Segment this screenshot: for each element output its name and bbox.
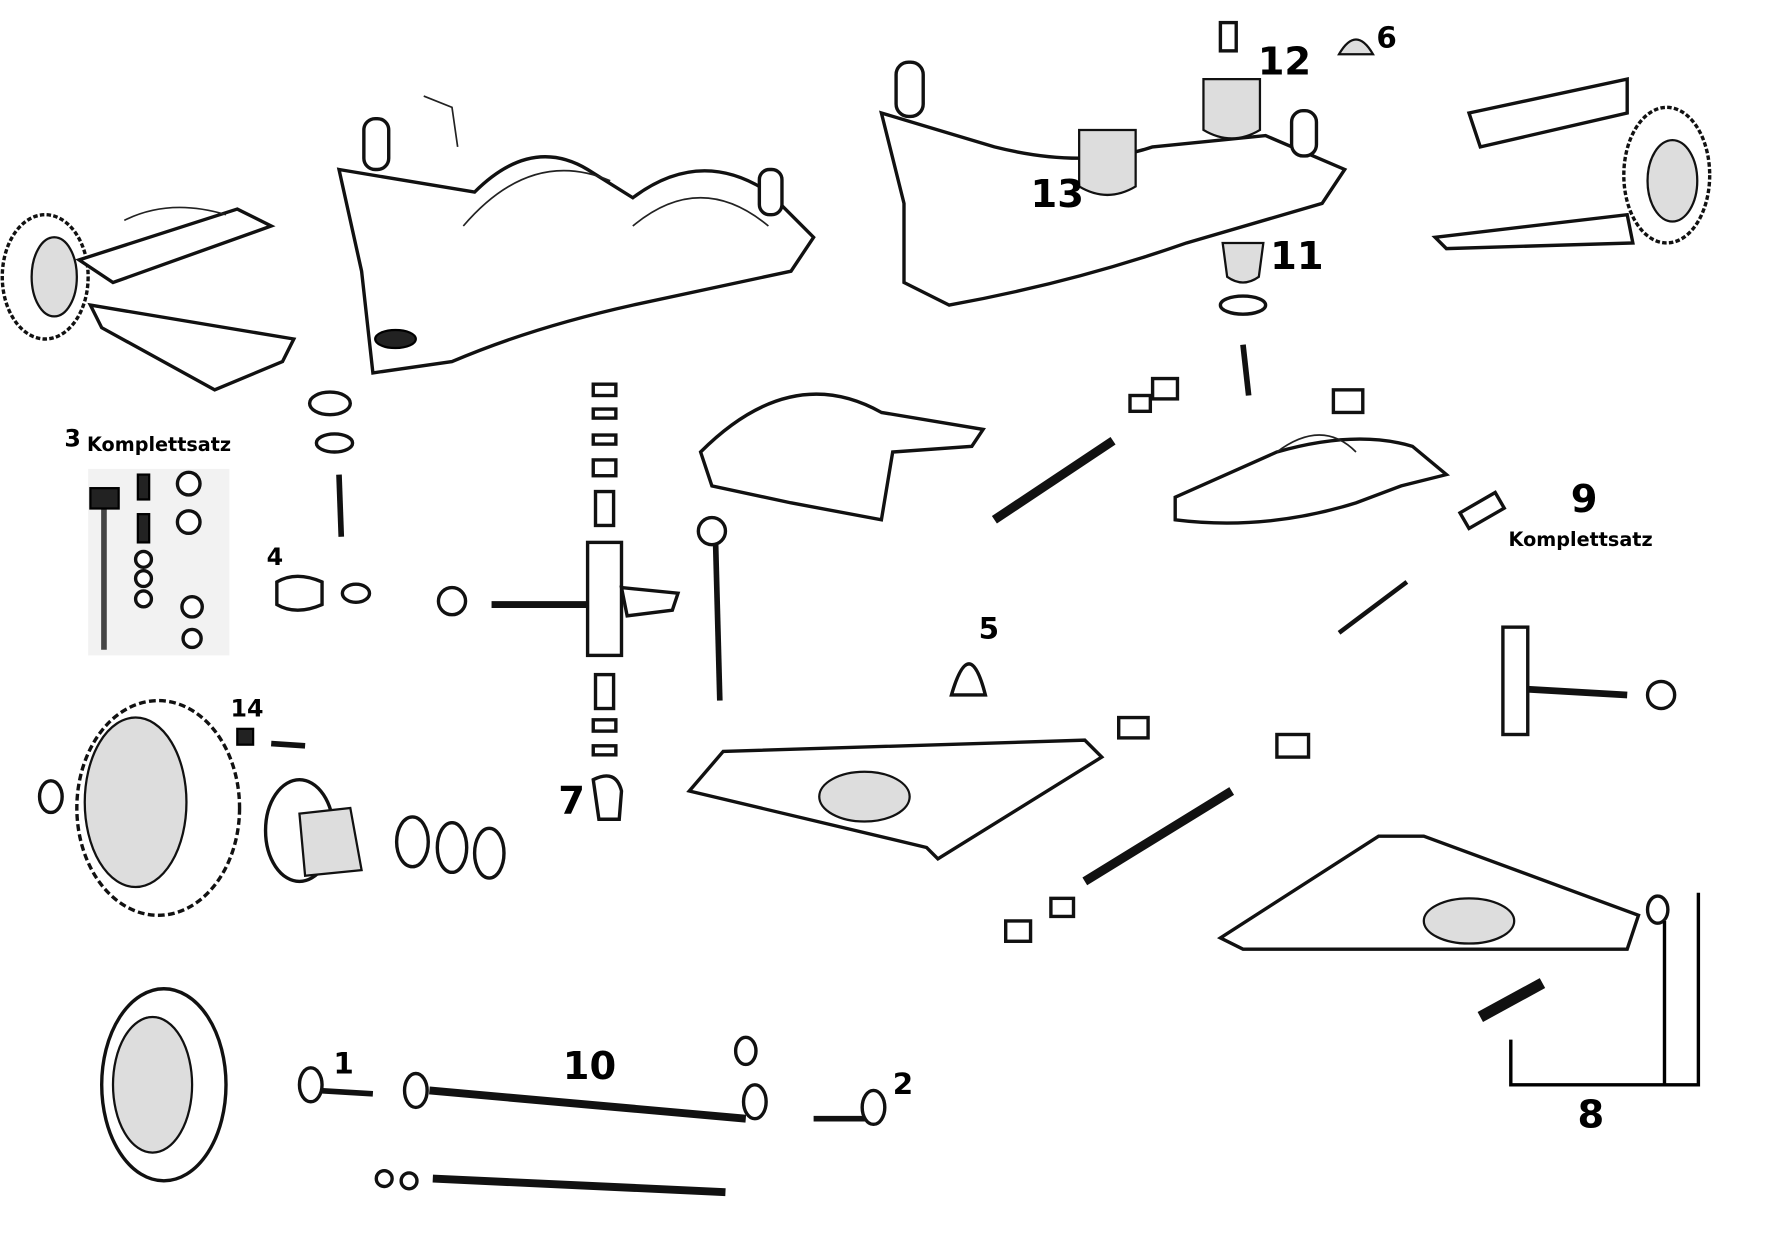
part-label-10: 10 xyxy=(563,1044,616,1089)
front-crossmember-left xyxy=(336,95,816,375)
left-suspension-assembly xyxy=(0,206,297,392)
part-label-7: 7 xyxy=(558,779,585,824)
part-label-14: 14 xyxy=(231,694,264,722)
front-crossmember-right xyxy=(879,20,1375,396)
part-label-2: 2 xyxy=(893,1067,913,1101)
lower-control-arm xyxy=(686,662,1641,951)
kit-3-parts xyxy=(88,468,230,656)
adjusting-linkages xyxy=(991,376,1507,943)
part-label-3: 3 xyxy=(64,424,81,452)
tie-rod-assembly xyxy=(297,1035,887,1197)
part-label-11: 11 xyxy=(1270,234,1323,279)
part-label-6: 6 xyxy=(1376,20,1396,54)
right-steering-knuckle xyxy=(1477,625,1677,1022)
brake-drum xyxy=(37,698,242,1183)
part-label-9: 9 xyxy=(1571,477,1598,522)
kit-8-bracket xyxy=(1509,892,1701,1087)
part-label-4: 4 xyxy=(267,543,284,571)
steering-knuckle-stack xyxy=(275,382,728,821)
part-label-13: 13 xyxy=(1031,172,1084,217)
part-label-12: 12 xyxy=(1258,40,1311,85)
right-suspension-assembly xyxy=(1431,77,1712,251)
part-label-5: 5 xyxy=(979,611,999,645)
part-label-3-text: Komplettsatz xyxy=(87,433,231,456)
upper-control-arm xyxy=(698,392,1451,525)
part-label-8: 8 xyxy=(1577,1093,1604,1138)
part-label-1: 1 xyxy=(333,1047,353,1081)
wheel-hub-bearings xyxy=(236,727,506,884)
part-label-9-text: Komplettsatz xyxy=(1509,528,1653,551)
